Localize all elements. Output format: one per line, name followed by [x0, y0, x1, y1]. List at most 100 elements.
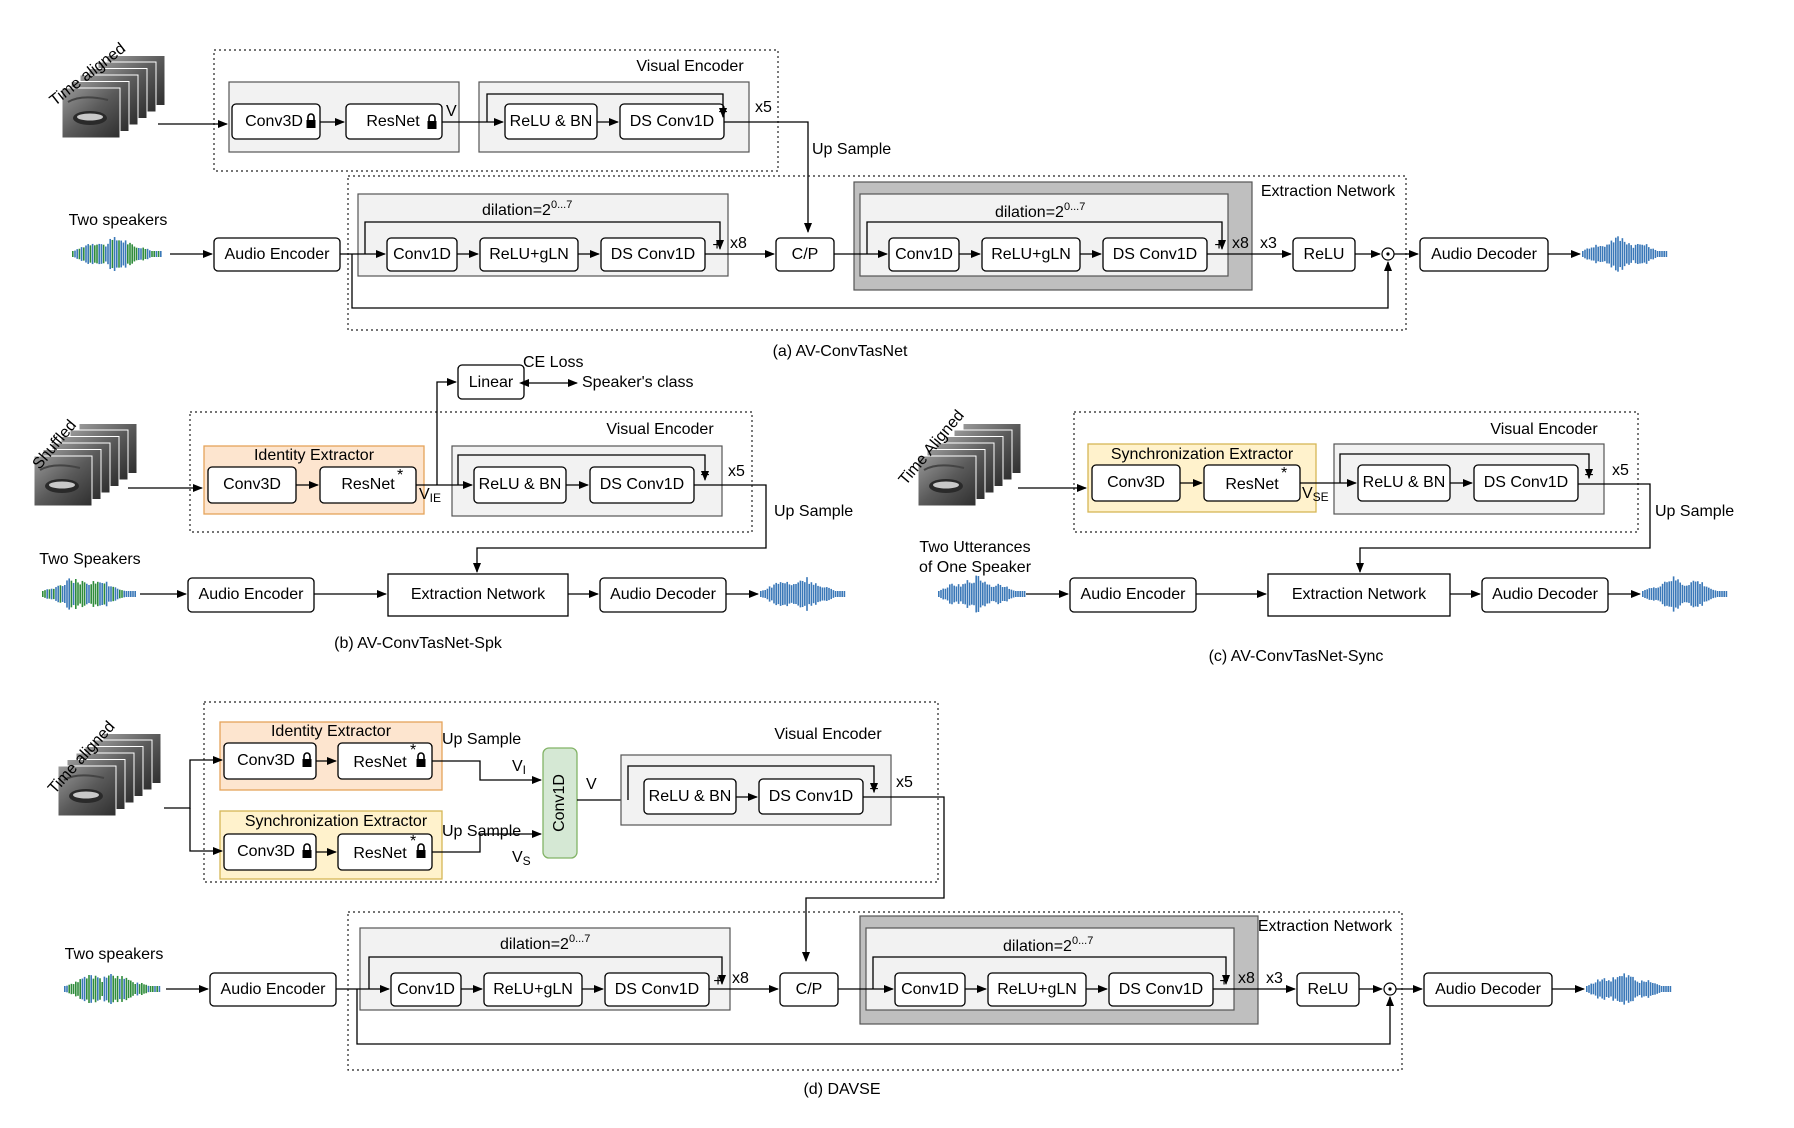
caption-d: (d) DAVSE [803, 1081, 880, 1098]
ce-loss-label: CE Loss [523, 354, 583, 371]
repeat-x8: x8 [730, 235, 747, 252]
lock-icon [302, 843, 312, 858]
up-sample-label: Up Sample [1655, 503, 1734, 520]
ds-conv1d-label: DS Conv1D [1119, 981, 1203, 998]
extraction-network-label: Extraction Network [1258, 918, 1393, 935]
two-utterances-label-2: of One Speaker [919, 559, 1032, 576]
conv1d-label: Conv1D [895, 246, 953, 263]
v-i-label: VI [512, 758, 526, 777]
waveform-icon [1642, 576, 1728, 612]
caption-b: (b) AV-ConvTasNet-Spk [334, 635, 503, 652]
dilation-label: dilation=20...7 [995, 201, 1085, 221]
star-mark: * [410, 833, 416, 850]
repeat-x8: x8 [1232, 235, 1249, 252]
face-frames-icon [33, 423, 138, 507]
audio-encoder-label: Audio Encoder [1081, 586, 1187, 603]
two-speakers-label: Two Speakers [39, 551, 140, 568]
lock-icon [306, 113, 316, 128]
conv1d-fusion-label: Conv1D [551, 774, 568, 832]
lock-icon [416, 752, 426, 767]
identity-extractor-label: Identity Extractor [254, 447, 375, 464]
relu-bn-label: ReLU & BN [1363, 474, 1446, 491]
relu-bn-label: ReLU & BN [649, 788, 732, 805]
relu-gln-label: ReLU+gLN [997, 981, 1077, 998]
repeat-x5: x5 [755, 99, 772, 116]
ds-conv1d-label: DS Conv1D [630, 113, 714, 130]
ds-conv1d-label: DS Conv1D [600, 476, 684, 493]
repeat-x5: x5 [728, 463, 745, 480]
synchronization-extractor-label: Synchronization Extractor [1111, 446, 1294, 463]
audio-decoder-label: Audio Decoder [1435, 981, 1542, 998]
relu-bn-label: ReLU & BN [510, 113, 593, 130]
conv1d-label: Conv1D [393, 246, 451, 263]
multiply-node-dot [1386, 252, 1390, 256]
cp-label: C/P [796, 981, 823, 998]
repeat-x8: x8 [1238, 970, 1255, 987]
repeat-x5: x5 [1612, 462, 1629, 479]
audio-decoder-block [599, 577, 727, 613]
audio-decoder-label: Audio Decoder [1492, 586, 1599, 603]
two-speakers-label: Two speakers [65, 946, 164, 963]
visual-encoder-region [203, 701, 939, 883]
caption-c: (c) AV-ConvTasNet-Sync [1209, 648, 1384, 665]
dilation-label: dilation=20...7 [482, 199, 572, 219]
audio-decoder-label: Audio Decoder [1431, 246, 1538, 263]
linear-label: Linear [469, 374, 514, 391]
repeat-x3: x3 [1266, 970, 1283, 987]
visual-encoder-label: Visual Encoder [636, 58, 744, 75]
visual-encoder-label: Visual Encoder [606, 421, 714, 438]
relu-gln-label: ReLU+gLN [493, 981, 573, 998]
v-s-label: VS [512, 849, 531, 868]
sum-plus: + [1219, 973, 1228, 990]
repeat-x8: x8 [732, 970, 749, 987]
multiply-node-dot [1388, 987, 1392, 991]
conv1d-fusion-block [542, 747, 578, 859]
ds-conv1d-label: DS Conv1D [769, 788, 853, 805]
face-frames-icon [57, 733, 162, 817]
speakers-class-label: Speaker's class [582, 374, 694, 391]
separation-region [347, 175, 1407, 331]
waveform-icon [72, 237, 162, 271]
audio-decoder-label: Audio Decoder [610, 586, 717, 603]
waveform-icon [42, 578, 136, 610]
panel-a: Time aligned Visual Encoder Conv3D ResNe… [47, 40, 1668, 360]
identity-extractor-label: Identity Extractor [271, 723, 392, 740]
conv3d-label: Conv3D [237, 843, 295, 860]
panel-b: Shuffled Visual Encoder Identity Extract… [29, 354, 853, 652]
dilation-label: dilation=20...7 [500, 933, 590, 953]
extraction-network-label: Extraction Network [1261, 183, 1396, 200]
ds-conv1d-label: DS Conv1D [615, 981, 699, 998]
relu-label: ReLU [1304, 246, 1345, 263]
v-label: V [446, 103, 457, 120]
audio-encoder-label: Audio Encoder [221, 981, 327, 998]
star-mark: * [410, 742, 416, 759]
visual-encoder-label: Visual Encoder [1490, 421, 1598, 438]
extraction-network-block [387, 573, 569, 617]
star-mark: * [1281, 465, 1287, 482]
v-se-label: VSE [1302, 485, 1329, 504]
ds-conv1d-label: DS Conv1D [611, 246, 695, 263]
visual-encoder-label: Visual Encoder [774, 726, 882, 743]
ds-conv1d-label: DS Conv1D [1113, 246, 1197, 263]
two-utterances-label: Two Utterances [919, 539, 1030, 556]
face-frames-icon [917, 423, 1022, 507]
ds-conv1d-label: DS Conv1D [1484, 474, 1568, 491]
relu-gln-label: ReLU+gLN [489, 246, 569, 263]
v-ie-label: VIE [419, 486, 441, 505]
panel-c: Time Aligned Visual Encoder Synchronizat… [896, 407, 1735, 665]
lock-icon [416, 843, 426, 858]
visual-encoder-region [1073, 411, 1639, 533]
lock-icon [427, 114, 437, 129]
waveform-icon [64, 974, 161, 1004]
extraction-network-label: Extraction Network [1292, 586, 1427, 603]
resnet-label: ResNet [353, 845, 407, 862]
separation-region [347, 911, 1403, 1071]
extraction-network-block [1267, 573, 1451, 617]
relu-bn-label: ReLU & BN [479, 476, 562, 493]
extraction-network-label: Extraction Network [411, 586, 546, 603]
sum-plus: + [713, 973, 722, 990]
up-sample-label: Up Sample [442, 731, 521, 748]
relu-gln-label: ReLU+gLN [991, 246, 1071, 263]
ds-conv1d-block [1473, 464, 1579, 502]
